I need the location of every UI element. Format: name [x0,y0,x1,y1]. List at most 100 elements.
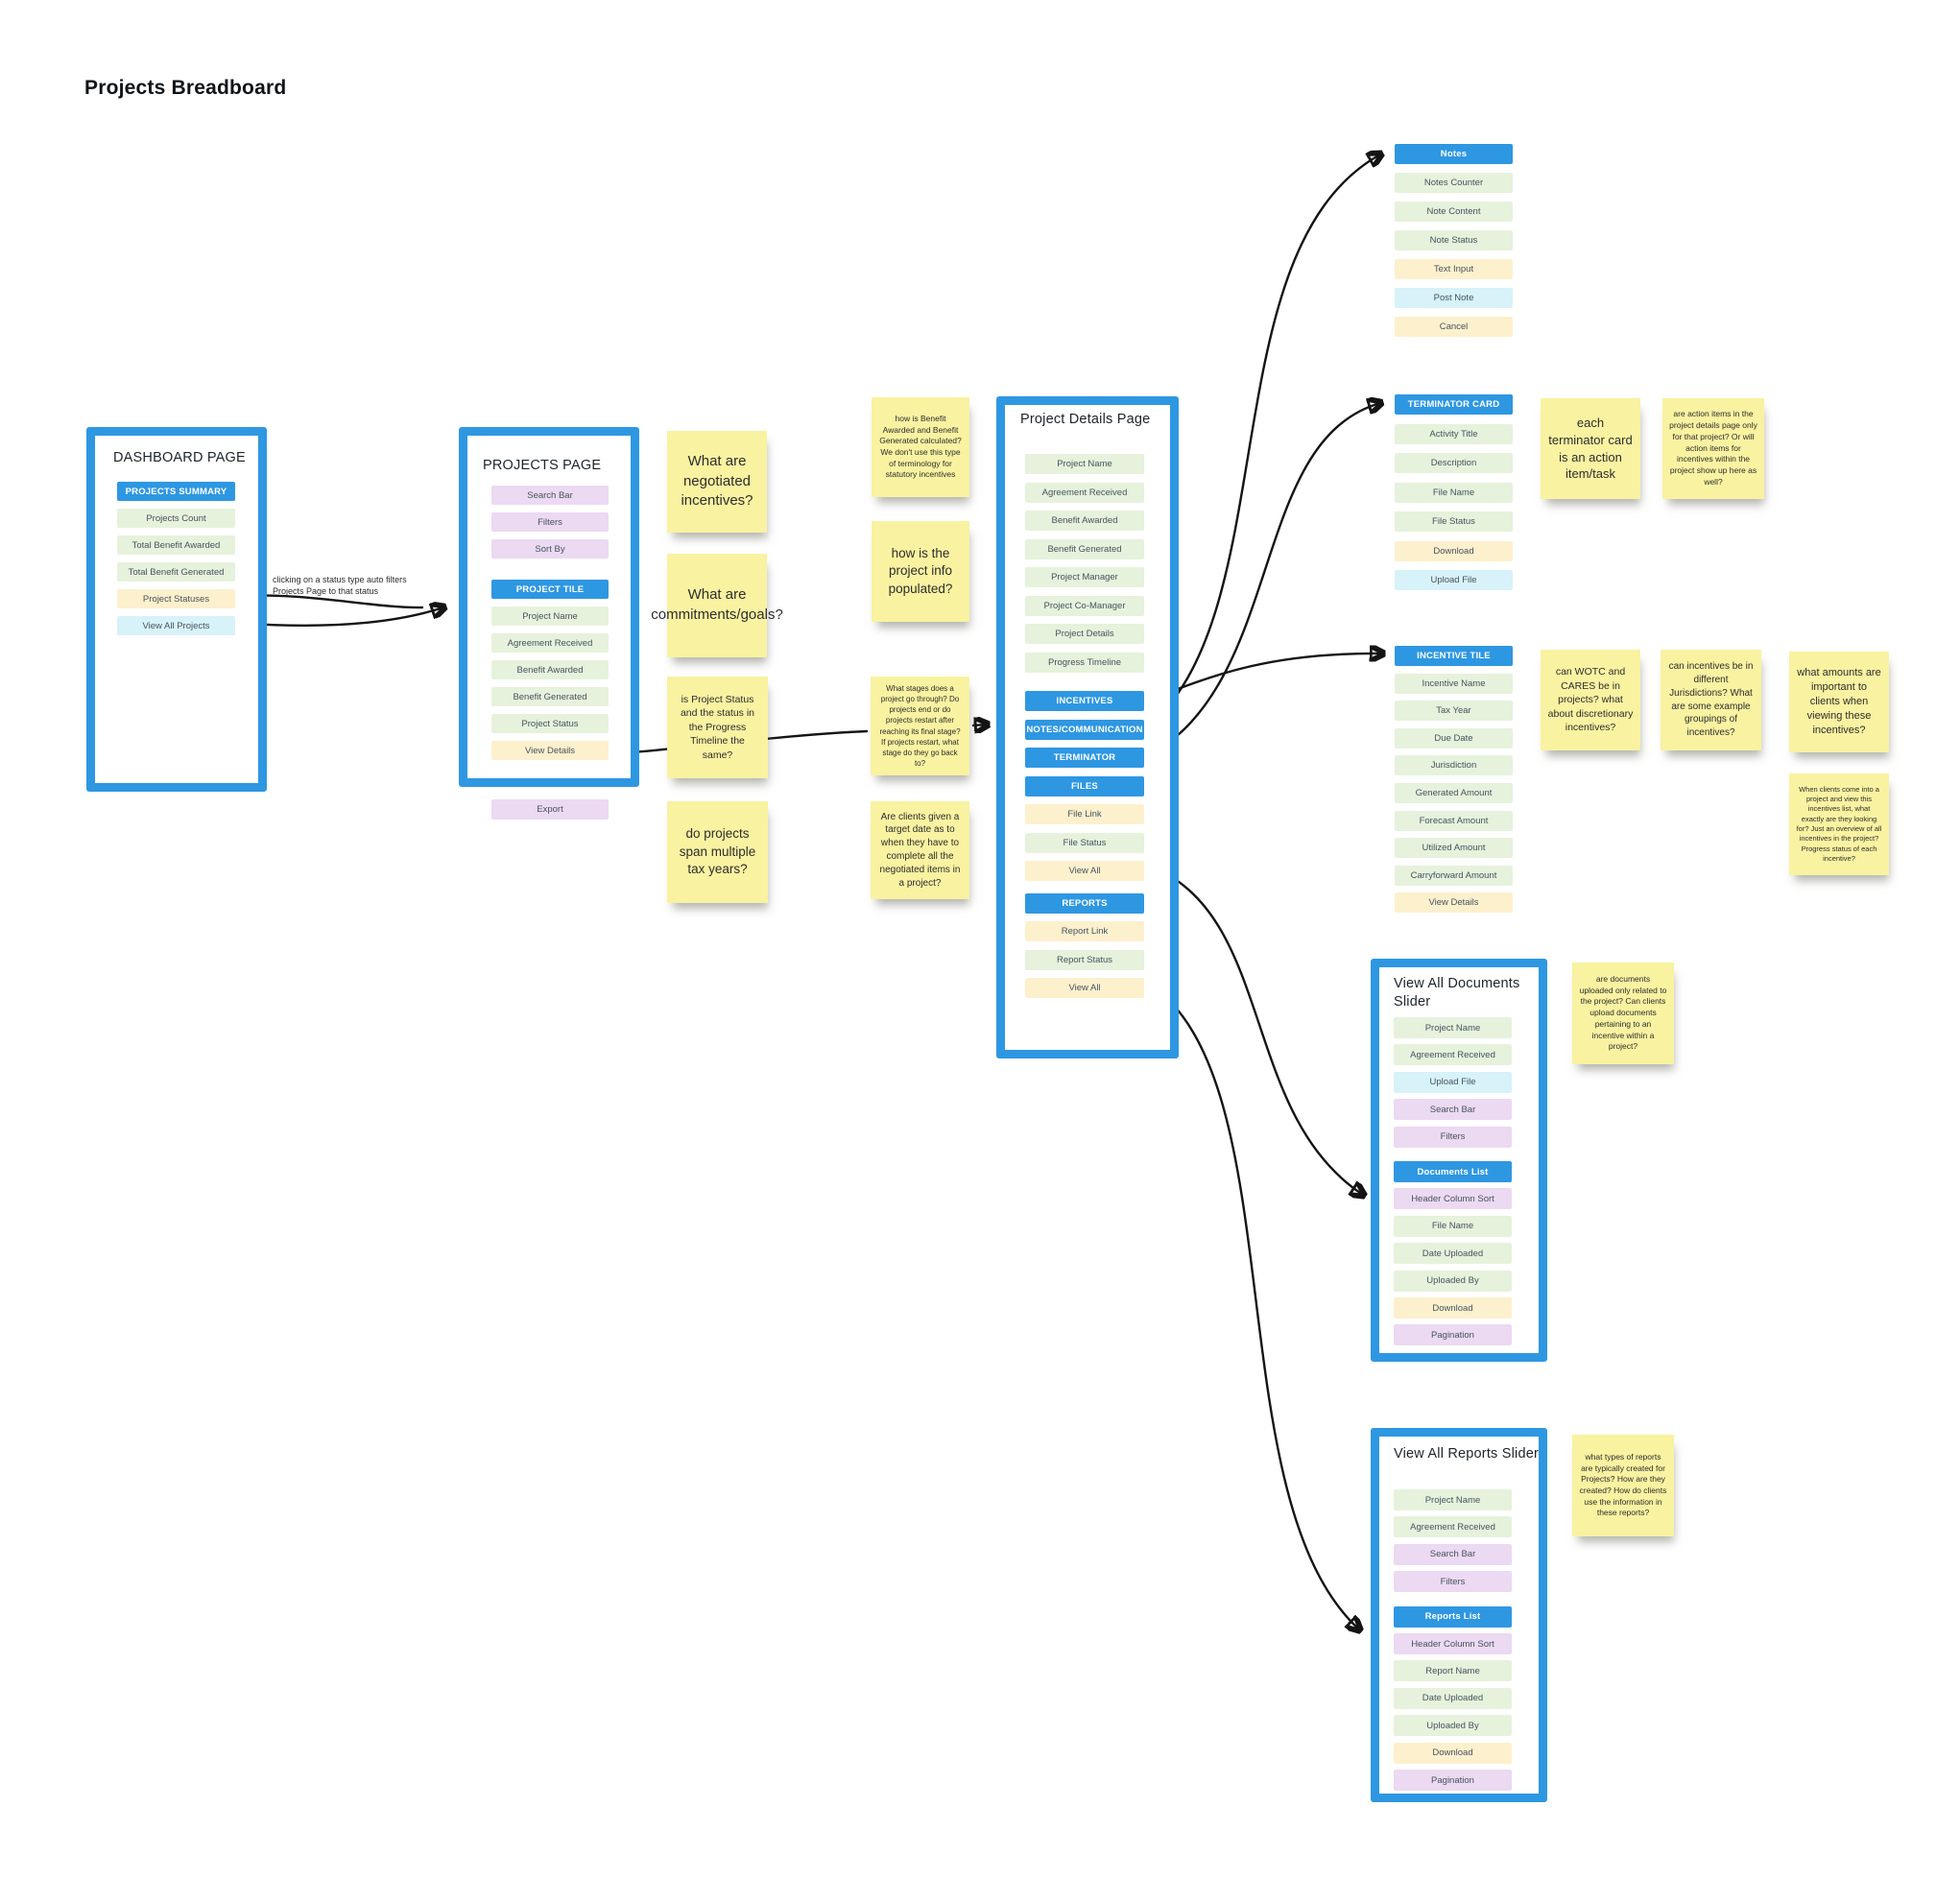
report-link-card[interactable]: Report Link [1025,921,1144,941]
project-co-manager-card[interactable]: Project Co-Manager [1025,595,1144,616]
project-statuses-card[interactable]: Project Statuses [117,589,235,608]
sticky-note[interactable]: each terminator card is an action item/t… [1541,398,1640,499]
agreement-received-card[interactable]: Agreement Received [1394,1516,1512,1538]
header-column-sort-card[interactable]: Header Column Sort [1394,1188,1512,1210]
sticky-note[interactable]: do projects span multiple tax years? [667,801,768,903]
reports-list-card[interactable]: Reports List [1394,1605,1512,1628]
project-name-card[interactable]: Project Name [1394,1489,1512,1510]
benefit-awarded-card[interactable]: Benefit Awarded [491,660,609,679]
total-benefit-awarded-card[interactable]: Total Benefit Awarded [117,535,235,555]
project-details-card[interactable]: Project Details [1025,624,1144,644]
sticky-note[interactable]: is Project Status and the status in the … [667,677,768,778]
sticky-note[interactable]: how is the project info populated? [872,521,969,622]
sticky-note[interactable]: When clients come into a project and vie… [1789,773,1889,875]
reports-card[interactable]: REPORTS [1025,892,1144,914]
post-note-card[interactable]: Post Note [1395,288,1513,308]
file-status-card[interactable]: File Status [1025,832,1144,853]
file-status-card[interactable]: File Status [1395,511,1513,532]
project-status-card[interactable]: Project Status [491,714,609,733]
carryforward-amount-card[interactable]: Carryforward Amount [1395,865,1513,886]
sticky-note[interactable]: What stages does a project go through? D… [871,677,969,775]
utilized-amount-card[interactable]: Utilized Amount [1395,838,1513,859]
sticky-note[interactable]: can WOTC and CARES be in projects? what … [1541,650,1640,750]
notes-communication-card[interactable]: NOTES/COMMUNICATION [1025,719,1144,740]
report-name-card[interactable]: Report Name [1394,1660,1512,1682]
view-details-card[interactable]: View Details [491,741,609,760]
search-bar-card[interactable]: Search Bar [491,486,609,505]
header-column-sort-card[interactable]: Header Column Sort [1394,1633,1512,1654]
sort-by-card[interactable]: Sort By [491,539,609,559]
export-card[interactable]: Export [491,799,609,820]
file-name-card[interactable]: File Name [1394,1215,1512,1237]
jurisdiction-card[interactable]: Jurisdiction [1395,755,1513,776]
notes-card[interactable]: Notes [1395,144,1513,164]
files-card[interactable]: FILES [1025,775,1144,796]
sticky-note[interactable]: can incentives be in different Jurisdict… [1661,650,1761,750]
benefit-awarded-card[interactable]: Benefit Awarded [1025,511,1144,531]
projects-count-card[interactable]: Projects Count [117,509,235,528]
sticky-note[interactable]: what amounts are important to clients wh… [1789,652,1889,752]
sticky-note[interactable]: Are clients given a target date as to wh… [871,801,969,899]
description-card[interactable]: Description [1395,453,1513,473]
project-tile-card[interactable]: PROJECT TILE [491,580,609,599]
tax-year-card[interactable]: Tax Year [1395,701,1513,722]
generated-amount-card[interactable]: Generated Amount [1395,783,1513,803]
incentive-tile-card[interactable]: INCENTIVE TILE [1395,646,1513,666]
incentive-name-card[interactable]: Incentive Name [1395,673,1513,694]
agreement-received-card[interactable]: Agreement Received [491,633,609,653]
view-details-card[interactable]: View Details [1395,892,1513,914]
pagination-card[interactable]: Pagination [1394,1324,1512,1346]
project-name-card[interactable]: Project Name [491,606,609,626]
download-card[interactable]: Download [1394,1742,1512,1764]
upload-file-card[interactable]: Upload File [1394,1071,1512,1093]
filters-card[interactable]: Filters [491,512,609,532]
file-link-card[interactable]: File Link [1025,804,1144,824]
sticky-note[interactable]: how is Benefit Awarded and Benefit Gener… [872,397,969,497]
pagination-card[interactable]: Pagination [1394,1770,1512,1791]
notes-counter-card[interactable]: Notes Counter [1395,173,1513,193]
documents-list-card[interactable]: Documents List [1394,1161,1512,1182]
sticky-note[interactable]: What are negotiated incentives? [667,431,767,533]
date-uploaded-card[interactable]: Date Uploaded [1394,1243,1512,1265]
view-all-card[interactable]: View All [1025,861,1144,881]
view-all-projects-card[interactable]: View All Projects [117,616,235,635]
file-name-card[interactable]: File Name [1395,482,1513,503]
incentives-card[interactable]: INCENTIVES [1025,691,1144,711]
report-status-card[interactable]: Report Status [1025,949,1144,970]
uploaded-by-card[interactable]: Uploaded By [1394,1715,1512,1737]
search-bar-card[interactable]: Search Bar [1394,1543,1512,1565]
projects-summary-card[interactable]: PROJECTS SUMMARY [117,482,235,501]
terminator-card-card[interactable]: TERMINATOR CARD [1395,394,1513,415]
agreement-received-card[interactable]: Agreement Received [1025,482,1144,503]
date-uploaded-card[interactable]: Date Uploaded [1394,1687,1512,1709]
filters-card[interactable]: Filters [1394,1571,1512,1593]
upload-file-card[interactable]: Upload File [1395,570,1513,590]
project-name-card[interactable]: Project Name [1394,1017,1512,1038]
sticky-note[interactable]: What are commitments/goals? [651,554,783,657]
total-benefit-generated-card[interactable]: Total Benefit Generated [117,562,235,582]
project-manager-card[interactable]: Project Manager [1025,567,1144,587]
download-card[interactable]: Download [1395,540,1513,561]
note-content-card[interactable]: Note Content [1395,202,1513,222]
forecast-amount-card[interactable]: Forecast Amount [1395,810,1513,831]
terminator-card[interactable]: TERMINATOR [1025,748,1144,768]
benefit-generated-card[interactable]: Benefit Generated [1025,538,1144,559]
due-date-card[interactable]: Due Date [1395,727,1513,749]
filters-card[interactable]: Filters [1394,1126,1512,1148]
uploaded-by-card[interactable]: Uploaded By [1394,1270,1512,1292]
sticky-note[interactable]: are action items in the project details … [1662,398,1764,499]
activity-title-card[interactable]: Activity Title [1395,423,1513,444]
benefit-generated-card[interactable]: Benefit Generated [491,687,609,706]
progress-timeline-card[interactable]: Progress Timeline [1025,652,1144,673]
cancel-card[interactable]: Cancel [1395,317,1513,337]
note-status-card[interactable]: Note Status [1395,230,1513,250]
text-input-card[interactable]: Text Input [1395,259,1513,279]
search-bar-card[interactable]: Search Bar [1394,1099,1512,1121]
agreement-received-card[interactable]: Agreement Received [1394,1044,1512,1066]
view-all-card[interactable]: View All [1025,978,1144,998]
sticky-note[interactable]: are documents uploaded only related to t… [1572,963,1674,1064]
download-card[interactable]: Download [1394,1297,1512,1319]
sticky-note[interactable]: what types of reports are typically crea… [1572,1435,1674,1536]
project-name-card[interactable]: Project Name [1025,454,1144,474]
